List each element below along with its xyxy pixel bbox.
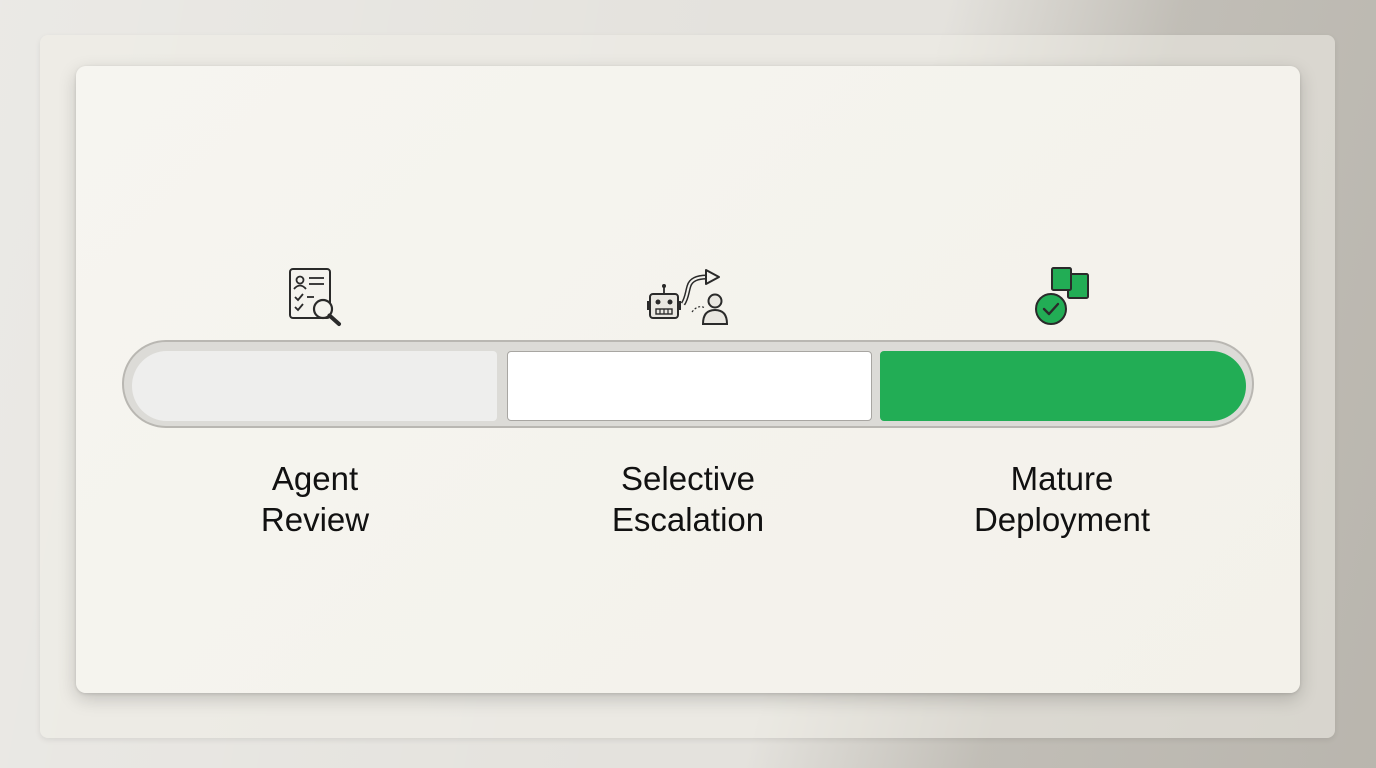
segment-agent-review (132, 351, 497, 421)
stage-label-agent-review: Agent Review (165, 458, 465, 540)
segment-mature-deployment (880, 351, 1246, 421)
checklist-magnifier-icon (270, 264, 360, 328)
stage-label-mature-deployment: Mature Deployment (912, 458, 1212, 540)
segment-selective-escalation (507, 351, 872, 421)
stage-label-line: Mature (1010, 460, 1114, 497)
stage-label-line: Escalation (611, 501, 765, 538)
progress-track (122, 340, 1254, 428)
stage-label-line: Agent (271, 460, 359, 497)
stage-label-line: Deployment (973, 501, 1151, 538)
stage-label-line: Selective (621, 460, 755, 497)
deployed-check-icon (1017, 264, 1107, 328)
robot-escalate-person-icon (643, 264, 733, 328)
stage-label-selective-escalation: Selective Escalation (538, 458, 838, 540)
stage-label-line: Review (260, 501, 370, 538)
